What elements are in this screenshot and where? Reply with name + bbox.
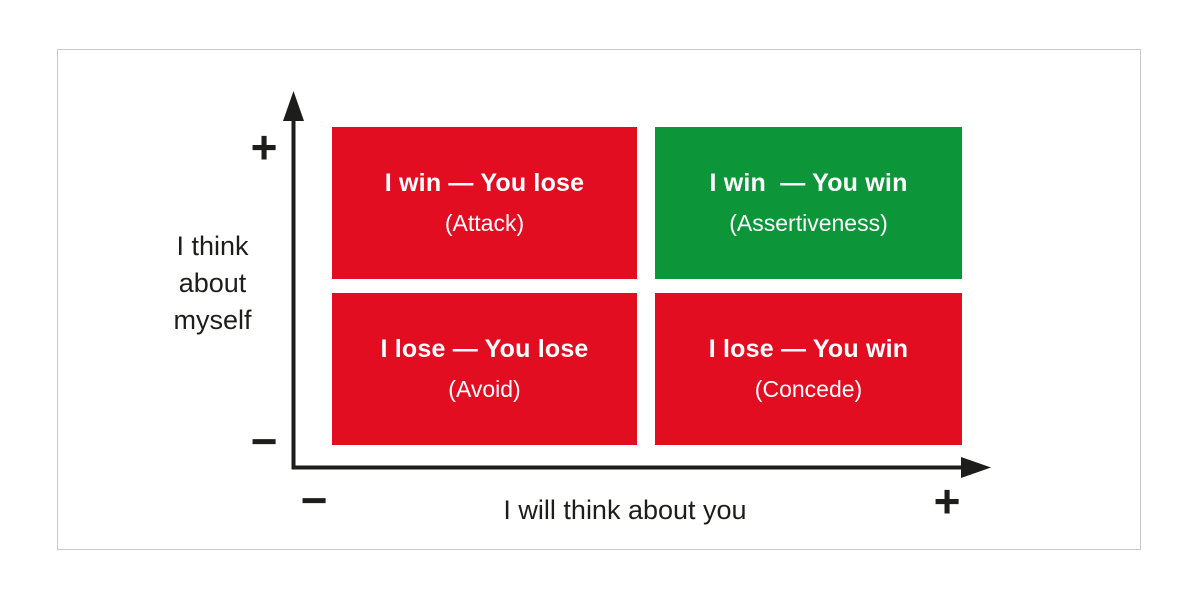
y-axis-label-line: about (178, 268, 247, 298)
quadrant-subtitle: (Attack) (444, 210, 525, 236)
x-axis-arrowhead-icon (961, 457, 991, 478)
quadrant-title: I lose — You lose (380, 335, 589, 363)
quadrant-i-win-you-lose: I win — You lose (Attack) (332, 127, 637, 279)
y-axis-plus-sign: + (250, 121, 278, 173)
quadrant-title: I lose — You win (708, 335, 909, 363)
quadrant-title: I win — You win (709, 169, 908, 197)
quadrant-i-lose-you-win: I lose — You win (Concede) (655, 293, 962, 445)
y-axis-minus-sign: − (250, 415, 278, 467)
y-axis-label-line: I think (176, 231, 249, 261)
quadrant-i-win-you-win: I win — You win (Assertiveness) (655, 127, 962, 279)
quadrant-i-lose-you-lose: I lose — You lose (Avoid) (332, 293, 637, 445)
x-axis-label: I will think about you (503, 495, 747, 525)
y-axis-arrowhead-icon (283, 91, 304, 121)
quadrant-title: I win — You lose (384, 169, 585, 197)
x-axis-minus-sign: − (300, 474, 328, 526)
y-axis-label: I think about myself (140, 228, 285, 339)
quadrant-subtitle: (Concede) (754, 376, 863, 402)
x-axis-plus-sign: + (933, 475, 961, 527)
quadrant-subtitle: (Avoid) (448, 376, 521, 402)
quadrant-subtitle: (Assertiveness) (729, 210, 888, 236)
y-axis-label-line: myself (173, 305, 252, 335)
